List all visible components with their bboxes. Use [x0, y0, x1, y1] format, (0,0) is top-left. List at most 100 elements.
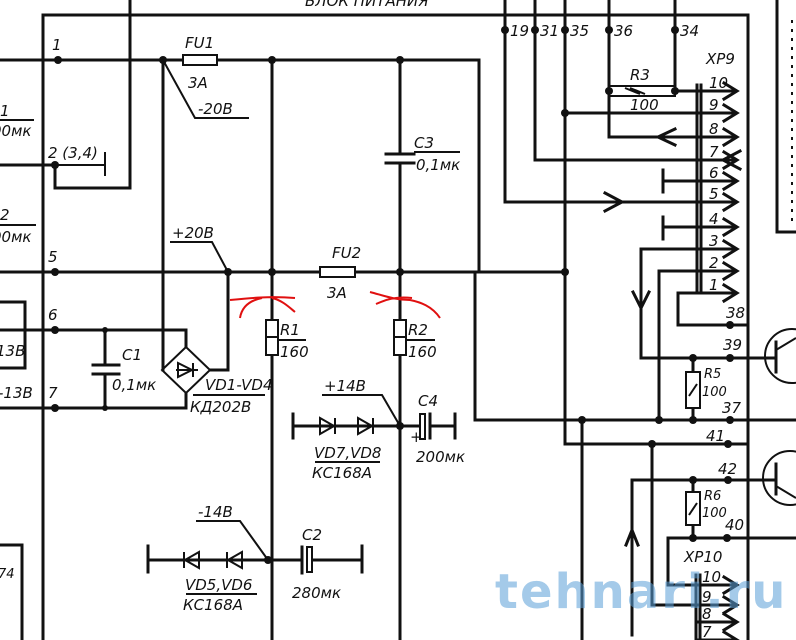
node-41-label: 41 — [706, 427, 725, 445]
c3-value: 0,1мк — [416, 156, 460, 174]
connector-pin-arrow-icon — [703, 102, 740, 124]
vd78-name: VD7,VD8 — [314, 444, 381, 462]
connector-pin-arrow-icon — [696, 629, 740, 640]
transistor-1-icon — [764, 328, 796, 384]
node-40-label: 40 — [725, 516, 744, 534]
connector-pin-arrow-icon — [703, 149, 740, 171]
left-cap1-name: 1 — [0, 102, 10, 120]
connector-pin-label: 6 — [709, 164, 719, 182]
block-title: БЛОК ПИТАНИЯ — [305, 0, 429, 10]
right-box — [775, 0, 796, 234]
transistor-2-icon — [762, 450, 796, 506]
node-42-label: 42 — [718, 460, 737, 478]
c4-value: 200мк — [416, 448, 465, 466]
voltage-neg14: -14В — [198, 503, 233, 521]
connector-pin-label: 7 — [702, 623, 712, 640]
connector-pin-label: 1 — [709, 276, 719, 294]
connector-pin-arrow-icon — [703, 80, 740, 102]
connector-pin-arrow-icon — [703, 216, 740, 238]
bridge-name: VD1-VD4 — [205, 376, 273, 394]
connector-pin-arrow-icon — [703, 260, 740, 282]
voltage-pos20: +20В — [172, 224, 214, 242]
r5-name: R5 — [704, 367, 721, 382]
c3-name: С3 — [414, 134, 434, 152]
left-box-bottom: 74 — [0, 567, 15, 582]
connector-pin-arrow-icon — [703, 238, 740, 260]
c2-name: С2 — [302, 526, 322, 544]
connector-pin-label: 10 — [709, 74, 728, 92]
r6-value: 100 — [702, 506, 727, 521]
fuse-fu2: FU2 3А — [319, 244, 361, 302]
capacitor-c1: С1 0,1мк — [91, 327, 156, 411]
c3-r2-branch: С3 0,1мк R2 160 — [369, 56, 460, 640]
r2-name: R2 — [408, 321, 428, 339]
c1-value: 0,1мк — [112, 376, 156, 394]
connector-pin-label: 5 — [709, 185, 719, 203]
xp9-name: ХР9 — [705, 50, 735, 68]
r3-value: 100 — [630, 96, 659, 114]
left-box-voltage: 13В — [0, 342, 25, 360]
voltage-pos14: +14В — [324, 377, 366, 395]
r5-value: 100 — [702, 385, 727, 400]
node-2-label: 2 (3,4) — [48, 144, 98, 162]
left-neg-voltage: -13В — [0, 384, 33, 402]
connector-pin-arrow-icon — [703, 170, 740, 192]
node-39-label: 39 — [723, 336, 742, 354]
fu2-name: FU2 — [332, 244, 361, 262]
r3-name: R3 — [630, 66, 650, 84]
connector-pin-arrow-icon — [703, 282, 740, 304]
node-5-label: 5 — [48, 248, 58, 266]
block-frame: БЛОК ПИТАНИЯ — [41, 0, 750, 640]
fuse-fu1: FU1 3А -20В — [159, 34, 249, 119]
left-cap2-value: 00мк — [0, 228, 31, 246]
fu1-name: FU1 — [185, 34, 214, 52]
pin-36-label: 36 — [614, 22, 633, 40]
c4-polarity: + — [410, 428, 423, 446]
connector-pin-label: 8 — [702, 605, 712, 623]
c4-name: С4 — [418, 392, 438, 410]
resistor-r1-branch: R1 160 — [229, 56, 309, 640]
zener-vd5-vd6-c2: С2 280мк -14В VD5,VD6 КС168А — [146, 503, 364, 614]
r2-value: 160 — [408, 343, 437, 361]
r1-name: R1 — [280, 321, 300, 339]
connector-pin-arrow-icon — [696, 594, 740, 616]
connector-pin-label: 8 — [709, 120, 719, 138]
connector-pin-label: 10 — [702, 568, 721, 586]
fu2-value: 3А — [327, 284, 347, 302]
left-cap1-value: 00мк — [0, 122, 31, 140]
connector-pin-label: 9 — [702, 588, 712, 606]
connector-pin-arrow-icon — [703, 126, 740, 148]
node-6-label: 6 — [48, 306, 58, 324]
r6-name: R6 — [704, 489, 721, 504]
node-38-label: 38 — [726, 304, 745, 322]
connector-pin-arrow-icon — [696, 611, 740, 633]
connector-pin-label: 2 — [709, 254, 719, 272]
node-37-label: 37 — [722, 399, 742, 417]
pin-34-label: 34 — [680, 22, 699, 40]
vd56-name: VD5,VD6 — [185, 576, 252, 594]
bridge-value: КД202В — [190, 398, 251, 416]
connector-pin-label: 4 — [709, 210, 719, 228]
node-1-label: 1 — [52, 36, 62, 54]
connector-pin-arrow-icon — [696, 574, 740, 596]
pin-35-label: 35 — [570, 22, 589, 40]
xp10-name: ХР10 — [683, 548, 722, 566]
vd56-value: КС168А — [183, 596, 243, 614]
pin-31-label: 31 — [540, 22, 559, 40]
voltage-neg20: -20В — [198, 100, 233, 118]
c2-value: 280мк — [292, 584, 341, 602]
watermark: tehnari.ru — [495, 564, 787, 620]
r1-value: 160 — [280, 343, 309, 361]
pin-19-label: 19 — [510, 22, 529, 40]
node-7-label: 7 — [48, 384, 58, 402]
transistor-section: 38 39 37 41 42 40 R5 100 R6 100 ХР10 — [578, 304, 796, 640]
connector-pin-label: 7 — [709, 143, 719, 161]
zener-vd7-vd8-c4: + С4 200мк +14В VD7,VD8 КС168А — [291, 377, 465, 482]
connector-pin-arrow-icon — [703, 191, 740, 213]
xp9-wiring: 19 31 35 36 34 R3 100 ХР9 — [473, 0, 750, 640]
vd78-value: КС168А — [312, 464, 372, 482]
c1-name: С1 — [122, 346, 142, 364]
connector-pin-label: 3 — [709, 232, 719, 250]
